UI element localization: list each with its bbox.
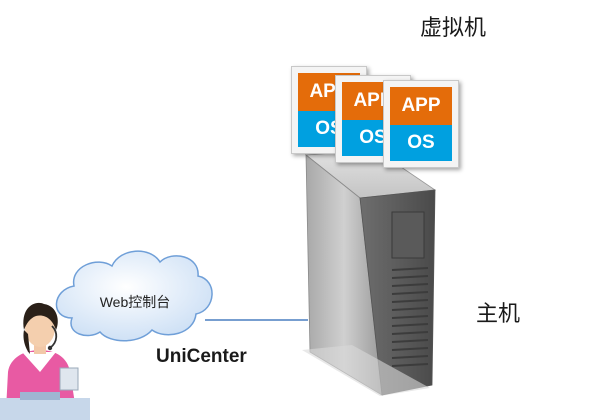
vm-label: 虚拟机: [420, 16, 487, 41]
vm-card: APP OS: [383, 80, 459, 168]
operator-headset-icon: [0, 302, 90, 420]
server-tower-icon: [302, 149, 437, 396]
web-console-label: Web控制台: [99, 294, 171, 310]
app-block: APP: [390, 87, 452, 125]
cloud-icon: [55, 250, 213, 342]
unicenter-label: UniCenter: [156, 346, 247, 367]
os-block: OS: [390, 125, 452, 161]
host-label: 主机: [476, 302, 521, 327]
